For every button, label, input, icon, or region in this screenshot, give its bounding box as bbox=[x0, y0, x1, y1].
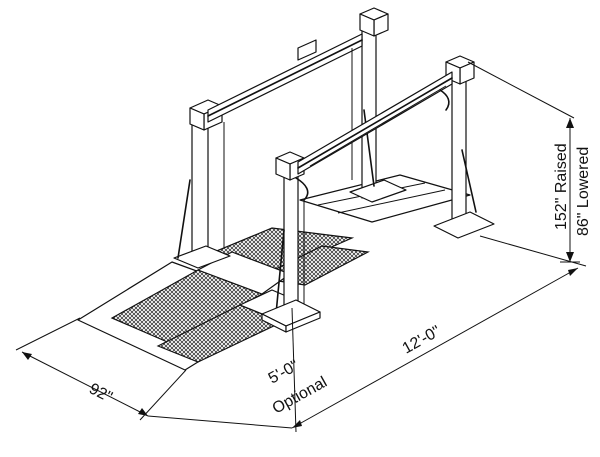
width-label: 92" bbox=[86, 380, 115, 406]
rear-tower bbox=[173, 7, 407, 269]
front-tower bbox=[261, 55, 495, 333]
extension-label: 5'-0" bbox=[266, 357, 302, 387]
height-lowered-label: 86" Lowered bbox=[575, 147, 592, 236]
height-raised-label: 152" Raised bbox=[553, 143, 570, 230]
length-label: 12'-0" bbox=[400, 323, 444, 358]
dimension-lines bbox=[15, 61, 587, 433]
